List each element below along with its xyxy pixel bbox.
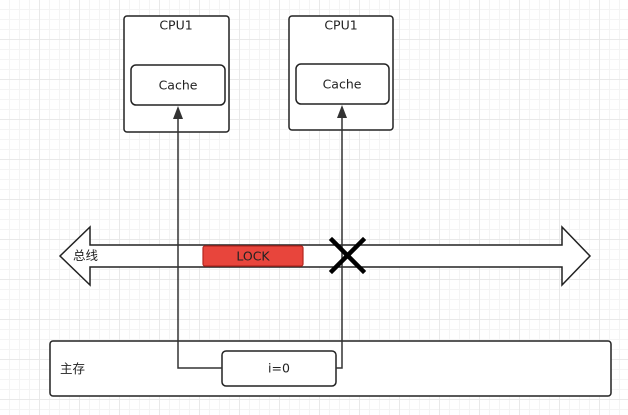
lock-box [202,245,304,267]
bus-arrow [58,225,592,287]
cache-left-box [130,64,226,106]
connector-left [177,118,222,369]
variable-label: i=0 [268,361,290,376]
cache-right-label: Cache [323,77,362,92]
lock-indicator: LOCK [202,245,304,267]
cpu-left: CPU1 Cache [123,15,230,133]
arrowhead-left-icon [173,106,183,119]
bus-label: 总线 [73,248,99,263]
main-memory-label: 主存 [60,361,85,376]
cache-right-box [295,63,390,105]
cache-left-label: Cache [159,78,198,93]
lock-label: LOCK [236,249,270,264]
x-mark-icon [328,236,367,275]
cpu-left-label: CPU1 [159,18,192,33]
connector-right [336,117,343,369]
cpu-right: CPU1 Cache [288,15,394,131]
arrowhead-right-icon [337,105,347,118]
cpu-right-label: CPU1 [324,18,357,33]
